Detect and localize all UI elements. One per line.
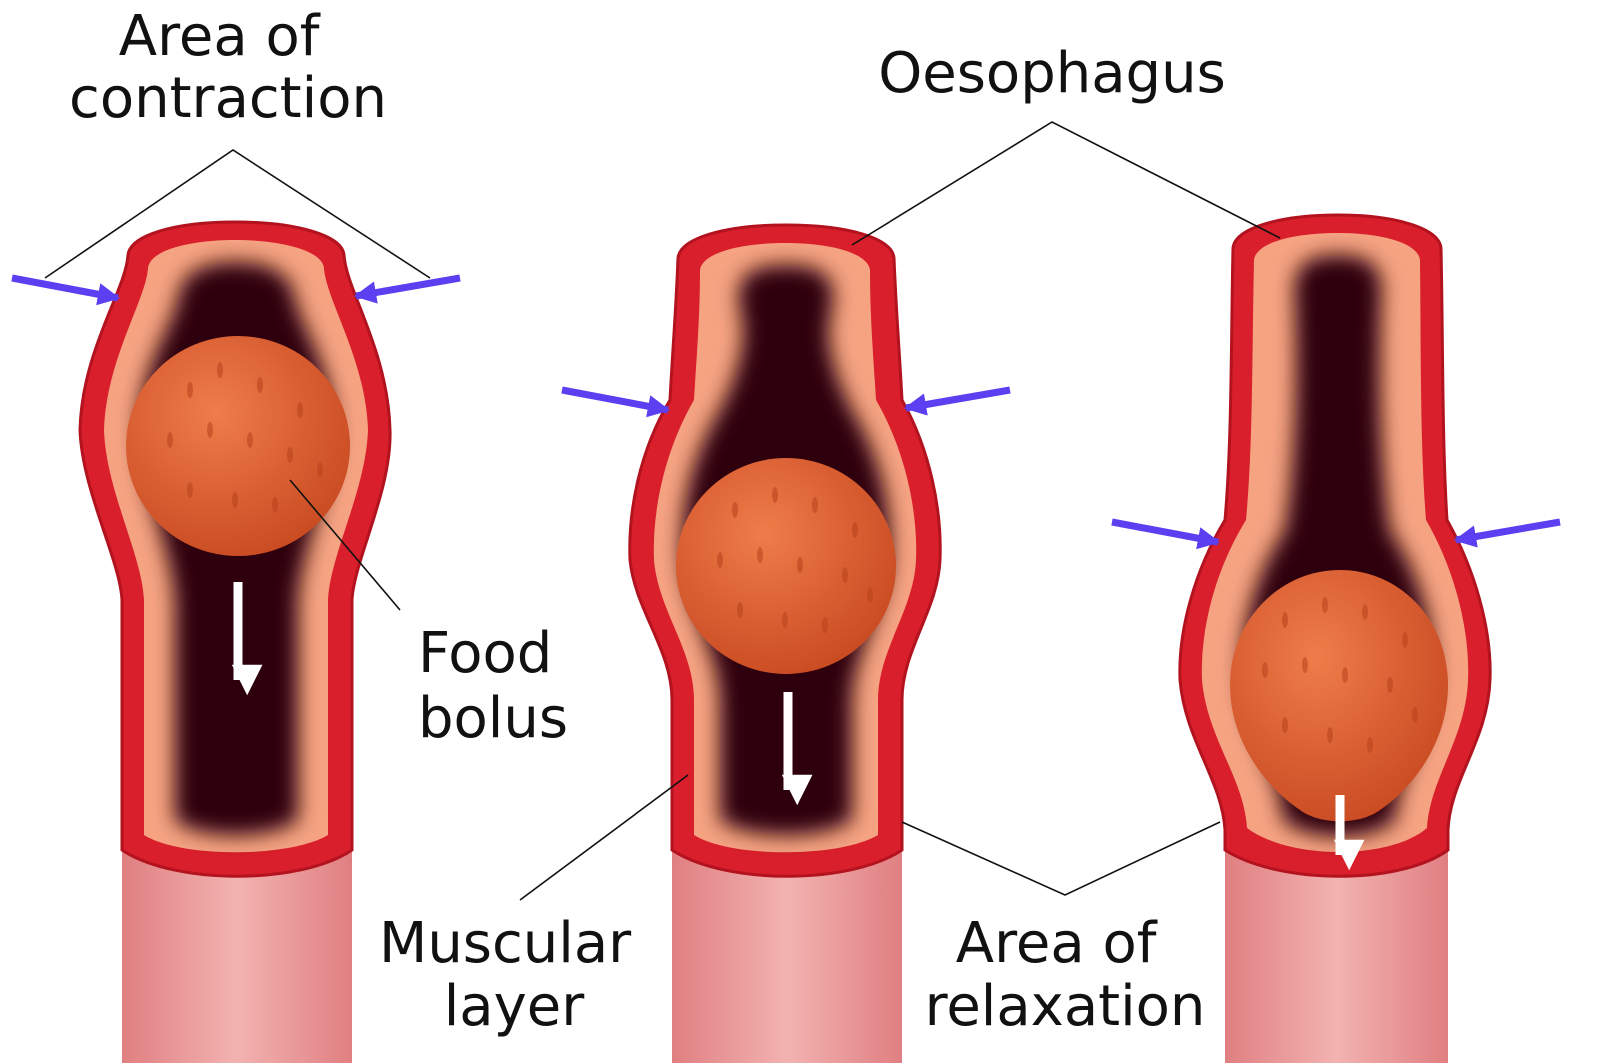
label-area-of-contraction: Area of contraction: [69, 4, 387, 131]
oesophagus-segment-1: [80, 222, 390, 1063]
oesophagus-segment-3: [1180, 215, 1490, 1063]
arrow-icon: [1456, 522, 1560, 540]
leader-area-of-relaxation: [902, 822, 1220, 895]
label-muscular-layer: Muscular layer: [379, 911, 649, 1039]
leader-oesophagus: [852, 122, 1280, 245]
label-line: Area of: [956, 911, 1158, 976]
food-bolus: [126, 336, 350, 556]
food-bolus: [676, 458, 896, 674]
oesophagus-segment-2: [630, 225, 940, 1063]
arrow-icon: [906, 390, 1010, 408]
leader-muscular-layer: [520, 775, 688, 900]
label-oesophagus: Oesophagus: [878, 41, 1226, 106]
label-food-bolus: Food bolus: [418, 621, 570, 751]
label-line: Area of: [119, 4, 321, 69]
arrow-icon: [1112, 522, 1218, 542]
arrow-icon: [12, 278, 118, 298]
label-area-of-relaxation: Area of relaxation: [925, 911, 1206, 1039]
label-line: contraction: [69, 66, 387, 131]
label-line: layer: [444, 974, 585, 1039]
label-line: bolus: [418, 686, 568, 751]
label-line: Food: [418, 621, 552, 686]
label-line: relaxation: [925, 974, 1206, 1039]
arrow-icon: [562, 390, 668, 410]
label-line: Muscular: [379, 911, 632, 976]
arrow-icon: [356, 278, 460, 296]
